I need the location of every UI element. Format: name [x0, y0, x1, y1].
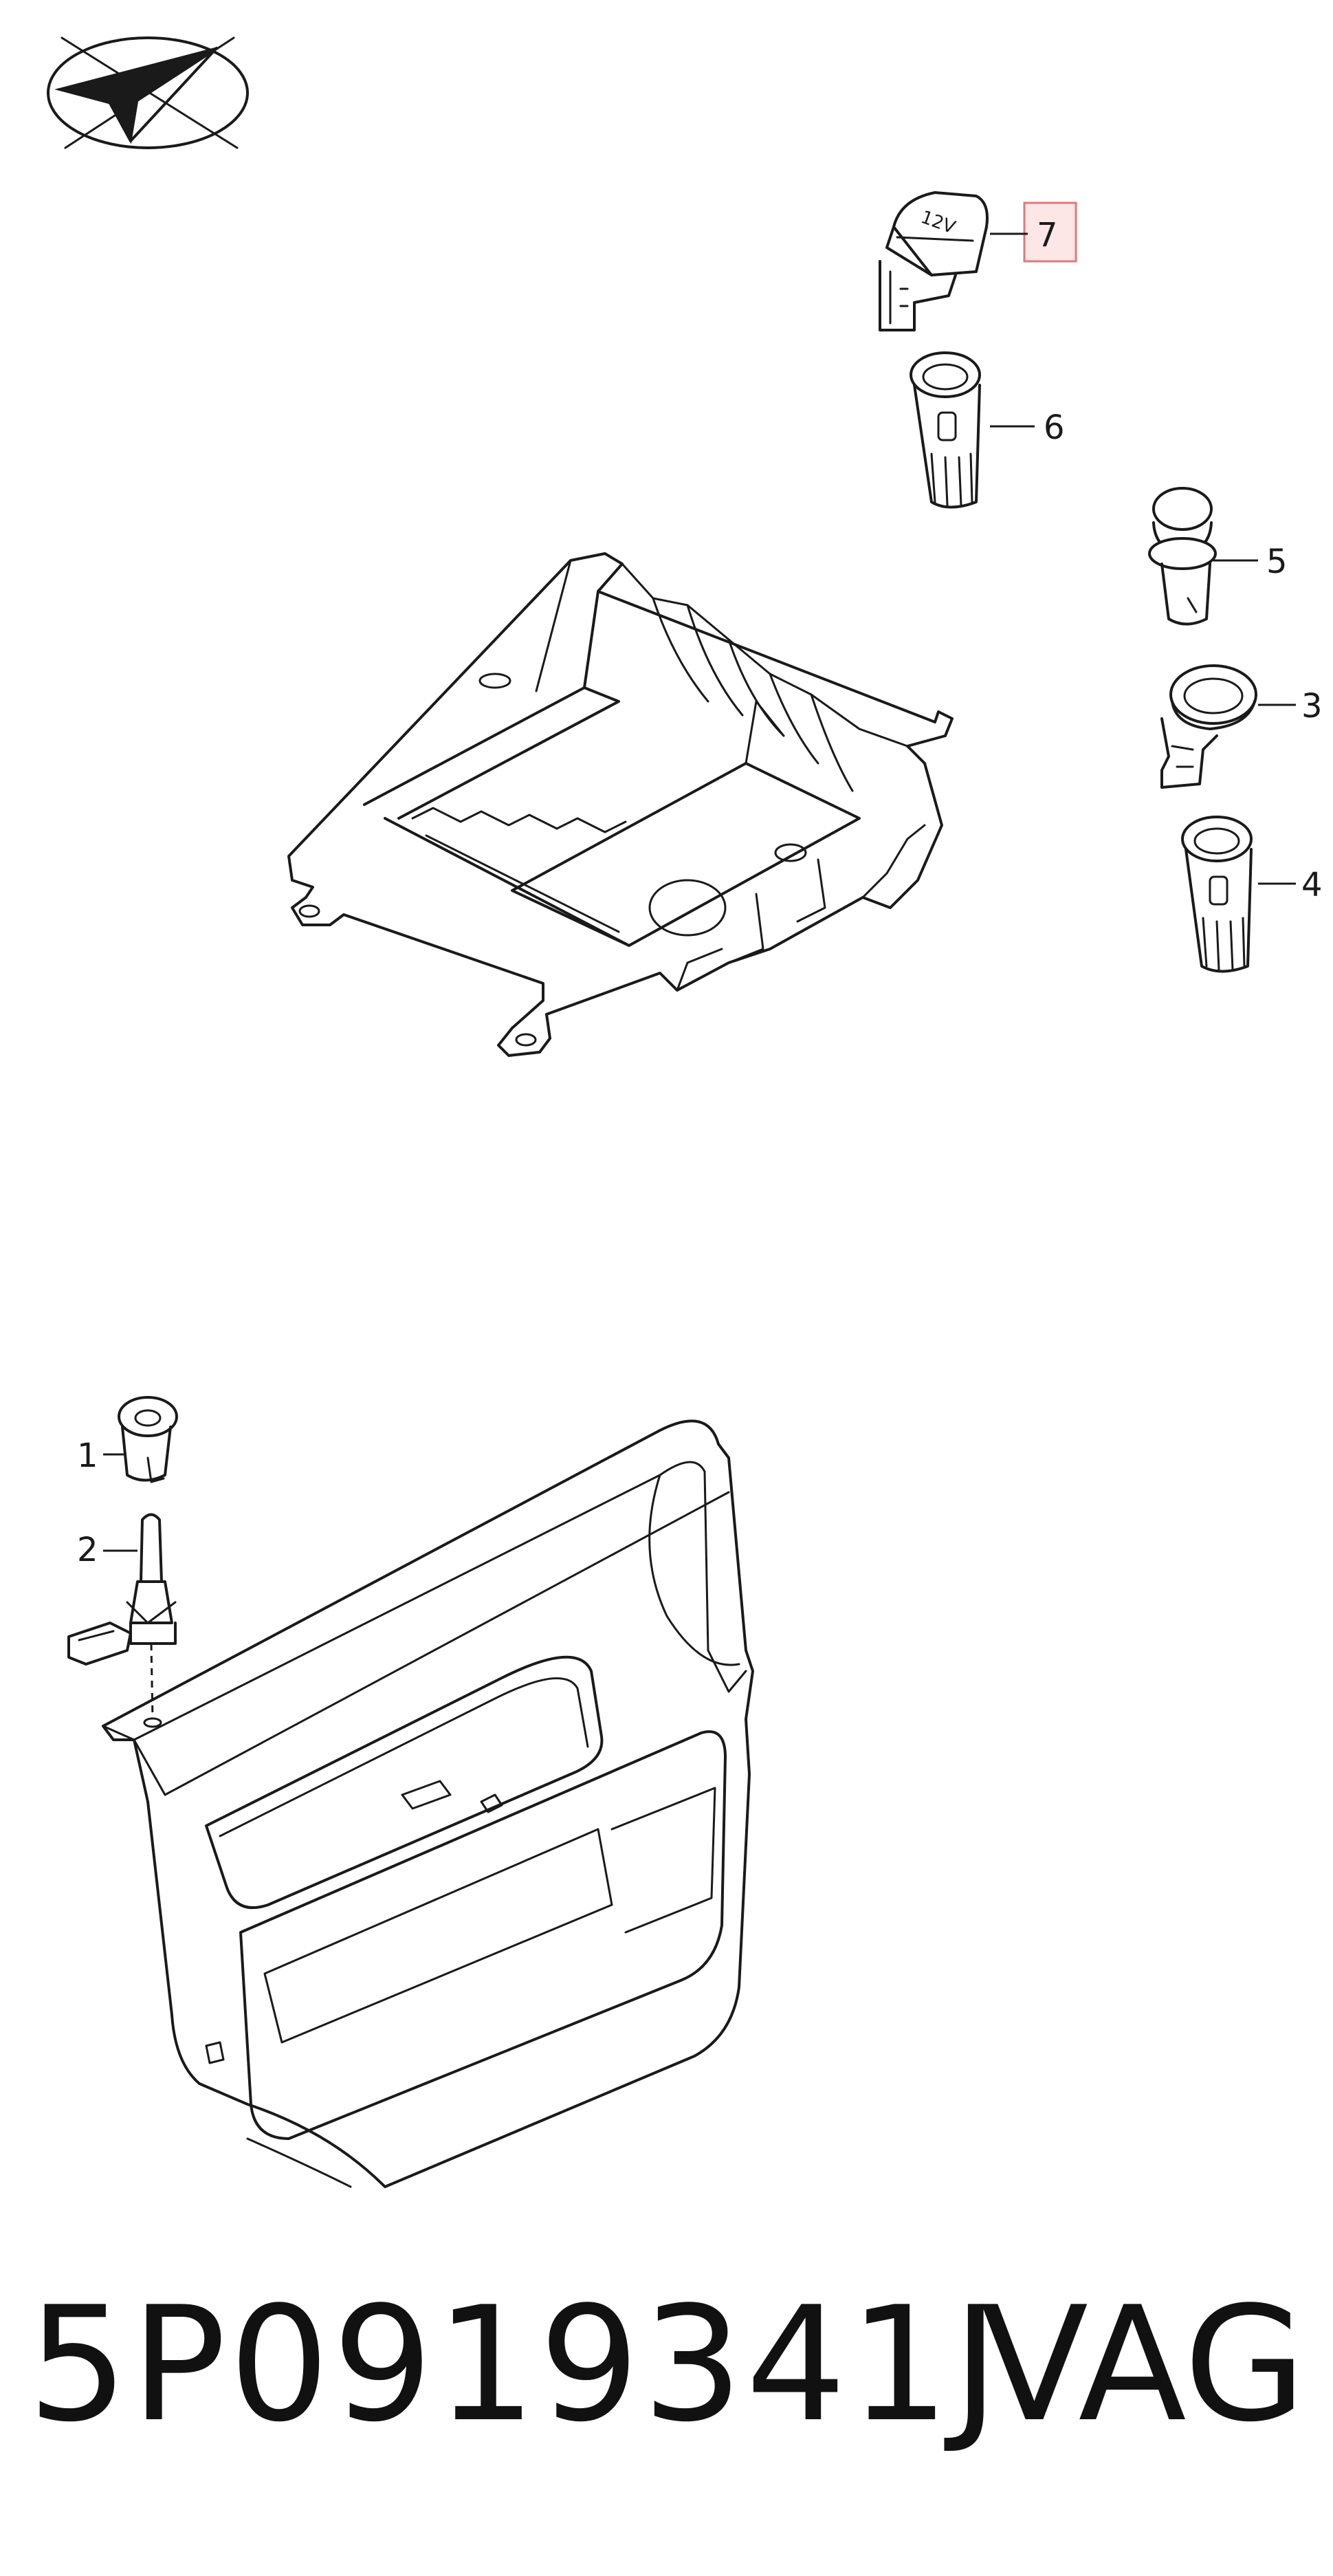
part-6-socket-housing[interactable] — [910, 351, 981, 509]
part-5-lighter[interactable] — [1148, 487, 1217, 626]
callout-5[interactable]: 5 — [1213, 543, 1288, 581]
part-1-clip[interactable] — [118, 1396, 178, 1483]
callout-4[interactable]: 4 — [1258, 866, 1323, 904]
part-4-socket-housing[interactable] — [1181, 816, 1253, 973]
callout-5-label: 5 — [1266, 543, 1288, 581]
callout-7-label: 7 — [1037, 216, 1058, 254]
callout-2-label: 2 — [77, 1531, 98, 1569]
part-2-bulb-holder[interactable] — [67, 1513, 177, 1728]
callout-1[interactable]: 1 — [77, 1437, 124, 1475]
callout-7[interactable]: 7 — [990, 201, 1077, 263]
callout-3[interactable]: 3 — [1258, 687, 1323, 725]
center-console-bracket — [287, 552, 954, 1057]
part-7-socket-cap[interactable]: 12V — [879, 191, 989, 331]
callout-3-label: 3 — [1301, 687, 1323, 725]
logo-icon — [47, 36, 249, 149]
callout-7-highlight — [1023, 201, 1077, 263]
callout-2[interactable]: 2 — [77, 1531, 137, 1569]
callout-4-label: 4 — [1301, 866, 1323, 904]
part-number: 5P0919341J — [27, 2273, 1002, 2457]
door-trim-panel — [102, 1419, 754, 2188]
callout-6-label: 6 — [1044, 408, 1065, 447]
footer: 5P0919341J VAG — [27, 2276, 1306, 2455]
callout-6[interactable]: 6 — [990, 408, 1065, 447]
brand-label: VAG — [980, 2273, 1306, 2457]
callout-1-label: 1 — [77, 1437, 98, 1475]
part-3-ring[interactable] — [1160, 664, 1257, 789]
